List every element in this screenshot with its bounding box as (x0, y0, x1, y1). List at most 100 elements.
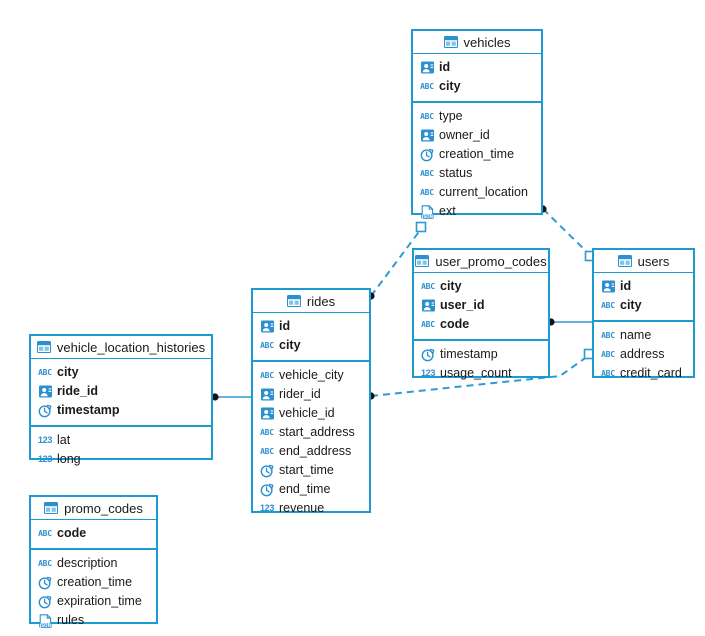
field-vehicle_id[interactable]: vehicle_id (253, 404, 369, 423)
field-owner_id[interactable]: owner_id (413, 126, 541, 145)
field-expiration_time[interactable]: expiration_time (31, 592, 156, 611)
field-label: name (620, 328, 652, 343)
field-user_id[interactable]: user_id (414, 296, 548, 315)
clock-icon (260, 483, 274, 497)
clock-icon (38, 404, 52, 418)
id-card-icon (601, 280, 615, 294)
abc-icon: ABC (420, 111, 434, 121)
abc-icon: ABC (260, 340, 274, 350)
abc-icon: ABC (421, 319, 435, 329)
field-label: owner_id (439, 128, 490, 143)
abc-icon: ABC (38, 558, 52, 568)
field-start_address[interactable]: ABC start_address (253, 423, 369, 442)
field-timestamp[interactable]: timestamp (414, 345, 548, 364)
field-label: end_address (279, 444, 352, 459)
id-card-icon (260, 320, 274, 334)
field-label: rules (57, 613, 85, 628)
field-ride_id[interactable]: ride_id (31, 382, 211, 401)
field-end_time[interactable]: end_time (253, 480, 369, 499)
entity-header-rides: rides (253, 290, 369, 313)
field-label: start_address (279, 425, 355, 440)
abc-icon: ABC (420, 81, 434, 91)
field-id[interactable]: id (594, 277, 693, 296)
field-label: type (439, 109, 463, 124)
field-id[interactable]: id (253, 317, 369, 336)
entity-title: promo_codes (64, 500, 143, 516)
field-label: timestamp (440, 347, 498, 362)
field-label: vehicle_id (279, 406, 335, 421)
clock-icon (420, 148, 434, 162)
field-label: code (57, 526, 87, 541)
abc-icon: ABC (601, 349, 615, 359)
id-card-icon (421, 299, 435, 313)
field-label: start_time (279, 463, 334, 478)
field-creation_time[interactable]: creation_time (413, 145, 541, 164)
field-label: vehicle_city (279, 368, 344, 383)
relationship-vehicle_location_histories-to-rides[interactable] (211, 393, 251, 401)
field-type[interactable]: ABC type (413, 107, 541, 126)
table-icon (415, 254, 430, 268)
table-icon (36, 340, 51, 354)
field-label: city (279, 338, 301, 353)
field-rules[interactable]: JSON rules (31, 611, 156, 630)
field-code[interactable]: ABC code (414, 315, 548, 334)
json-icon: JSON (38, 613, 52, 628)
field-label: user_id (440, 298, 485, 313)
field-label: creation_time (57, 575, 133, 590)
field-label: code (440, 317, 470, 332)
clock-icon (260, 464, 274, 478)
id-card-icon (420, 61, 434, 75)
field-start_time[interactable]: start_time (253, 461, 369, 480)
field-rider_id[interactable]: rider_id (253, 385, 369, 404)
field-creation_time[interactable]: creation_time (31, 573, 156, 592)
id-card-icon (38, 385, 52, 399)
field-label: timestamp (57, 403, 120, 418)
table-icon (443, 35, 458, 49)
field-label: lat (57, 433, 71, 448)
relationship-user_promo_codes-to-users[interactable] (547, 318, 592, 326)
abc-icon: ABC (601, 300, 615, 310)
abc-icon: ABC (260, 427, 274, 437)
field-label: end_time (279, 482, 331, 497)
field-label: usage_count (440, 366, 512, 381)
field-label: city (57, 365, 79, 380)
field-label: id (279, 319, 291, 334)
field-id[interactable]: id (413, 58, 541, 77)
id-card-icon (260, 407, 274, 421)
field-city[interactable]: ABC city (253, 336, 369, 355)
field-label: id (620, 279, 632, 294)
field-timestamp[interactable]: timestamp (31, 401, 211, 420)
id-card-icon (260, 388, 274, 402)
